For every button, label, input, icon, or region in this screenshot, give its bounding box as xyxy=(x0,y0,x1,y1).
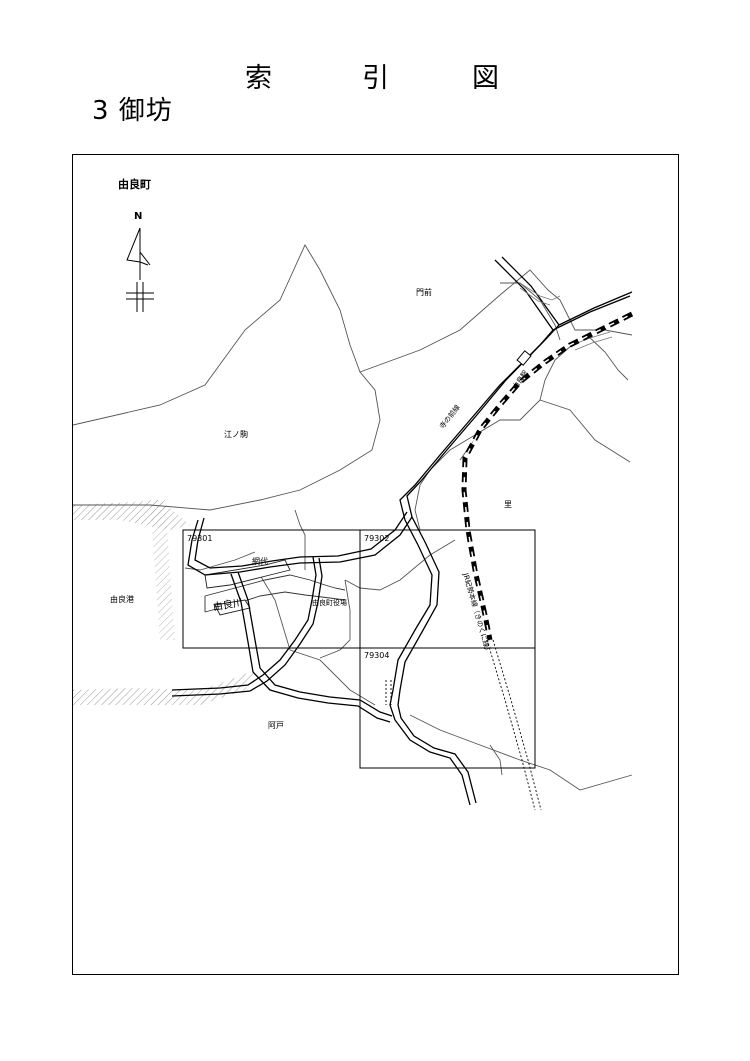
boundary-line xyxy=(414,431,481,531)
sheet-label-79302[interactable]: 79302 xyxy=(364,534,390,543)
boundary-line xyxy=(359,269,561,373)
label-monzen: 門前 xyxy=(416,288,432,297)
sheet-79304 xyxy=(359,647,536,769)
coast-hatch-left xyxy=(150,500,175,640)
title-char-1: 索 xyxy=(245,63,272,94)
boundary-line xyxy=(500,282,561,341)
sheet-label-79301[interactable]: 79301 xyxy=(187,534,213,543)
yura-river-bank xyxy=(204,574,346,597)
label-yura-port: 由良港 xyxy=(110,595,134,604)
national-road xyxy=(397,256,560,804)
national-road xyxy=(558,291,633,326)
boundary-line xyxy=(289,649,376,706)
boundary-line xyxy=(319,579,351,659)
title-char-3: 図 xyxy=(472,63,499,94)
label-ajiro: 網代 xyxy=(252,557,268,566)
north-arrow-icon xyxy=(126,227,154,312)
jr-tunnel xyxy=(486,639,536,811)
town-label: 由良町 xyxy=(118,178,151,191)
town-road xyxy=(237,571,393,717)
town-road xyxy=(230,573,391,723)
subtitle: 3 御坊 xyxy=(92,96,173,126)
boundary-line xyxy=(459,344,573,461)
national-road xyxy=(552,295,631,331)
minor-road xyxy=(519,287,551,306)
label-ado: 阿戸 xyxy=(268,721,284,730)
coast-road xyxy=(187,516,413,576)
north-label: N xyxy=(134,211,143,222)
boundary-line xyxy=(259,574,291,651)
boundary-line xyxy=(586,334,629,381)
coast-hatch-lower xyxy=(73,670,255,705)
jr-tunnel xyxy=(492,639,542,811)
boundary-line xyxy=(559,299,633,336)
sheet-label-79304[interactable]: 79304 xyxy=(364,651,390,660)
coast-road xyxy=(194,511,408,569)
label-enokoma: 江ノ駒 xyxy=(224,430,248,439)
label-town-office: 由良町役場 xyxy=(312,599,347,607)
map-frame xyxy=(72,154,679,975)
boundary-line xyxy=(344,539,456,591)
title-char-2: 引 xyxy=(362,63,389,94)
boundary-line xyxy=(489,744,503,776)
minor-road xyxy=(574,336,613,351)
boundary-line xyxy=(539,399,631,463)
label-sato: 里 xyxy=(504,500,512,509)
minor-road xyxy=(519,282,561,301)
town-road xyxy=(171,557,323,697)
station-symbol xyxy=(516,350,532,366)
boundary-line xyxy=(184,551,256,571)
boundary-line xyxy=(409,714,633,791)
town-road xyxy=(171,556,317,691)
jr-line-center xyxy=(463,313,633,641)
